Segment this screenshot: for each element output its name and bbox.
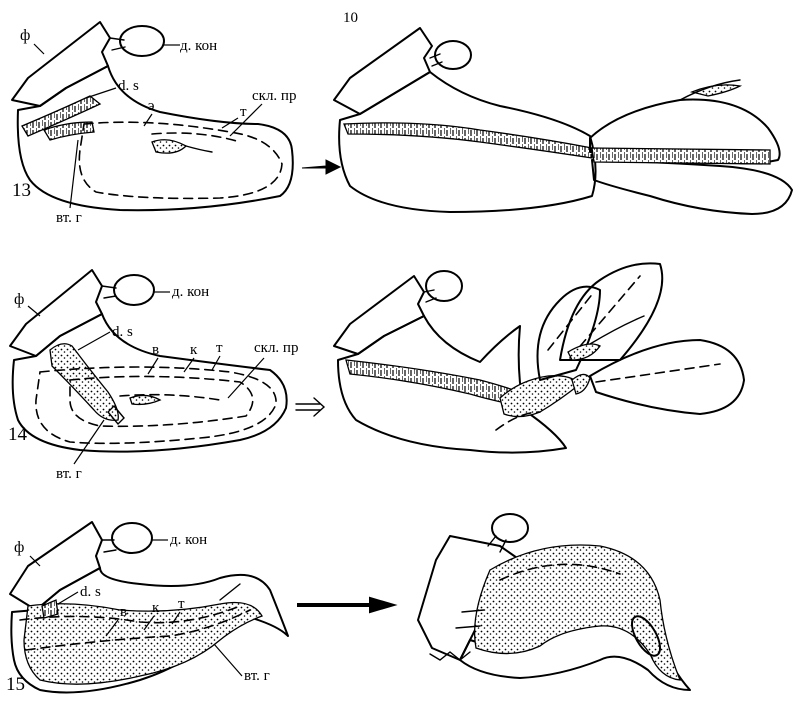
arrow-13	[302, 160, 340, 174]
fig14-label-d-s: d. s	[112, 324, 133, 340]
figure-13-after	[334, 28, 792, 214]
fig14-number: 14	[8, 424, 28, 445]
fig15-label-v: в	[120, 604, 127, 620]
fig15-label-k: к	[152, 600, 160, 616]
fig15-label-f: ф	[14, 539, 24, 556]
fig14-label-vt-g: вт. г	[56, 466, 82, 482]
fig14-label-k: к	[190, 342, 198, 358]
fig15-label-d-s: d. s	[80, 584, 101, 600]
fig15-label-d-kon: д. кон	[170, 532, 207, 548]
figure-14-before	[10, 270, 287, 452]
fig15-label-t: т	[178, 596, 185, 612]
fig14-label-v: в	[152, 342, 159, 358]
fig13-label-e: э	[148, 98, 154, 114]
fig13-label-d-kon: д. кон	[180, 38, 217, 54]
figure-15-after	[418, 514, 690, 690]
fig14-label-f: ф	[14, 291, 24, 308]
fig13-number: 13	[12, 180, 31, 201]
fig14-label-skl-pr: скл. пр	[254, 340, 298, 356]
fig13-label-skl-pr: скл. пр	[252, 88, 296, 104]
fig15-label-vt-g: вт. г	[244, 668, 270, 684]
fig14-label-d-kon: д. кон	[172, 284, 209, 300]
figure-15-before	[10, 522, 288, 692]
fig13-label-t: т	[240, 104, 247, 120]
fig15-number: 15	[6, 674, 25, 695]
fig14-label-t: т	[216, 340, 223, 356]
arrow-15	[298, 598, 394, 612]
figure-14-after	[334, 263, 744, 452]
arrow-14	[296, 398, 324, 416]
fig13-label-vt-g: вт. г	[56, 210, 82, 226]
fig13-label-d-s: d. s	[118, 78, 139, 94]
page-number: 10	[343, 10, 358, 26]
fig13-label-f: ф	[20, 27, 30, 44]
